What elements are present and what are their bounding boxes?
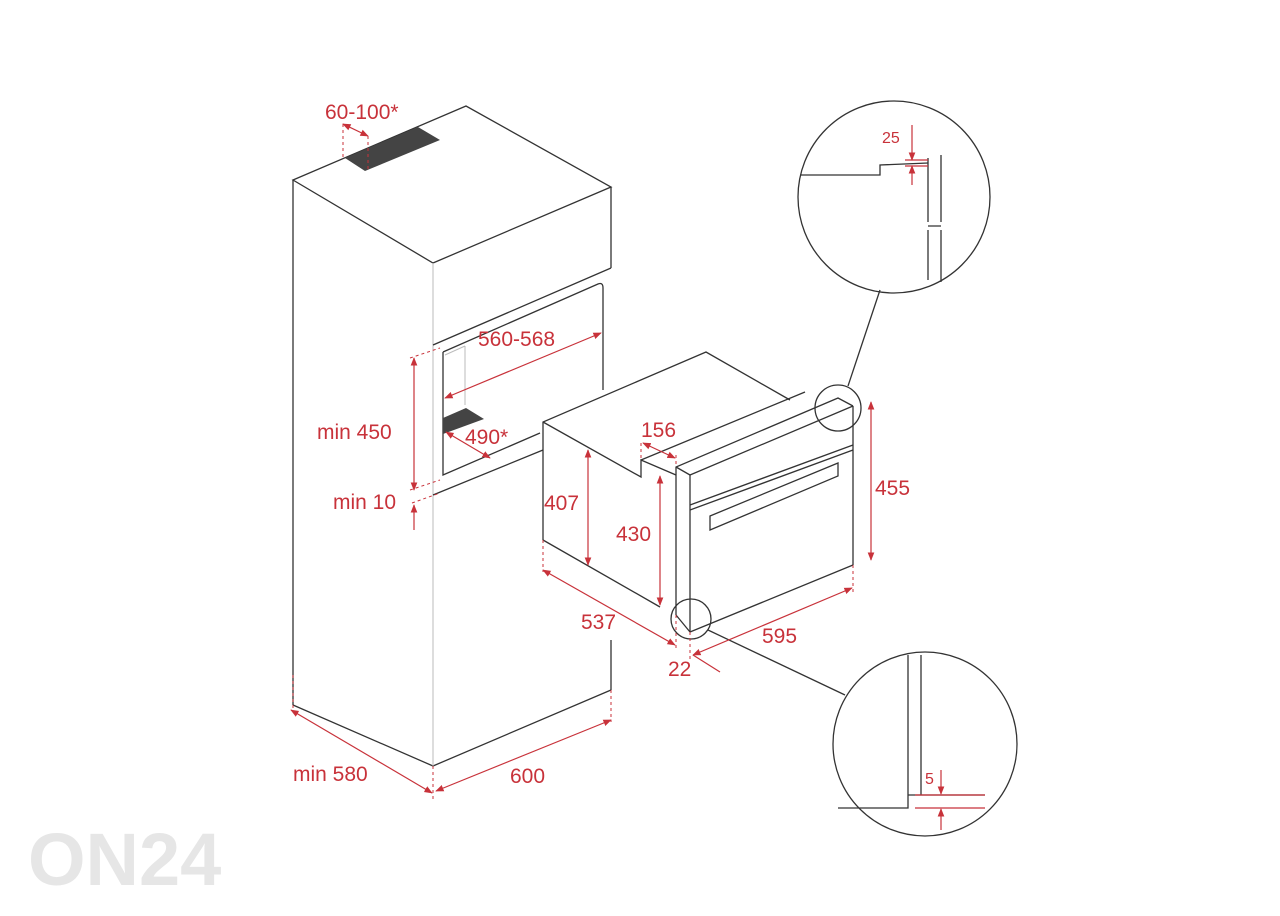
dim-front-height: 430 — [616, 523, 651, 546]
dim-frame-depth: 22 — [668, 658, 691, 681]
dim-gap: min 10 — [333, 491, 396, 514]
oven — [542, 289, 881, 696]
oven-handle — [709, 462, 839, 531]
dim-25: 25 — [882, 130, 900, 147]
bottom-vent — [443, 408, 484, 434]
dim-niche-height: min 450 — [317, 421, 392, 444]
dim-body-depth: 537 — [581, 611, 616, 634]
dim-5: 5 — [925, 771, 934, 788]
detail-circle-bottom — [670, 598, 712, 640]
dim-vent-top: 60-100* — [325, 101, 399, 124]
dim-overall-height: 455 — [875, 477, 910, 500]
top-vent — [345, 127, 440, 171]
detail-top: 25 — [797, 100, 991, 294]
watermark-logo: ON24 — [28, 818, 221, 901]
dimension-lines — [290, 123, 875, 800]
detail-bottom: 5 — [832, 651, 1018, 837]
dim-body-height: 407 — [544, 492, 579, 515]
dim-top-step: 156 — [641, 419, 676, 442]
dim-cabinet-width: 600 — [510, 765, 545, 788]
dim-niche-width: 560-568 — [478, 328, 555, 351]
dim-cabinet-depth: min 580 — [293, 763, 368, 786]
detail-circle-top — [814, 384, 862, 432]
dim-vent-bottom: 490* — [465, 426, 508, 449]
dim-front-width: 595 — [762, 625, 797, 648]
